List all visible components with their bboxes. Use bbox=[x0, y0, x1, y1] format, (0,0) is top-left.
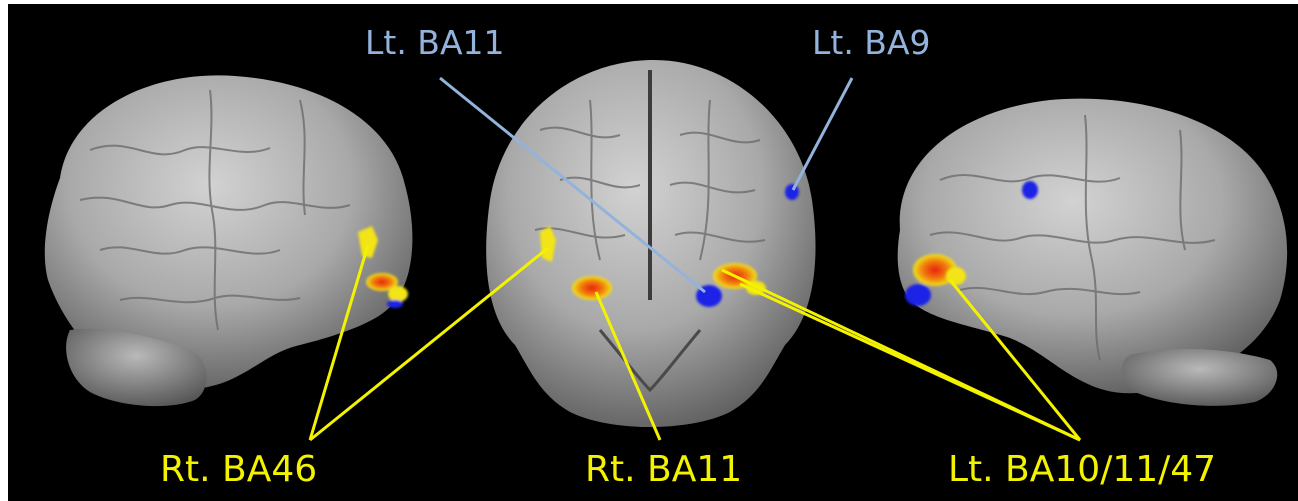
activation-rt-ba11 bbox=[572, 276, 612, 300]
activation-lt-ba9-blue bbox=[785, 184, 799, 200]
label-lt-ba11: Lt. BA11 bbox=[365, 26, 505, 59]
cerebellum bbox=[1122, 349, 1278, 406]
brain-frontal-view bbox=[486, 60, 815, 427]
brain-left-lateral-view bbox=[898, 99, 1287, 406]
label-rt-ba46: Rt. BA46 bbox=[160, 452, 317, 488]
activation-yellow-spot bbox=[946, 267, 966, 285]
label-rt-ba11: Rt. BA11 bbox=[585, 452, 742, 488]
label-lt-ba10-11-47: Lt. BA10/11/47 bbox=[948, 452, 1216, 488]
brain-surface bbox=[898, 99, 1287, 394]
activation-lt-ba9-lateral-blue bbox=[1022, 181, 1038, 199]
activation-blue-spot bbox=[905, 284, 931, 306]
pointer-lt-ba9 bbox=[793, 78, 852, 190]
activation-blue-spot bbox=[387, 300, 403, 308]
brain-right-lateral-view bbox=[45, 75, 413, 406]
activation-yellow-spot bbox=[388, 286, 408, 302]
label-lt-ba9: Lt. BA9 bbox=[812, 26, 931, 59]
